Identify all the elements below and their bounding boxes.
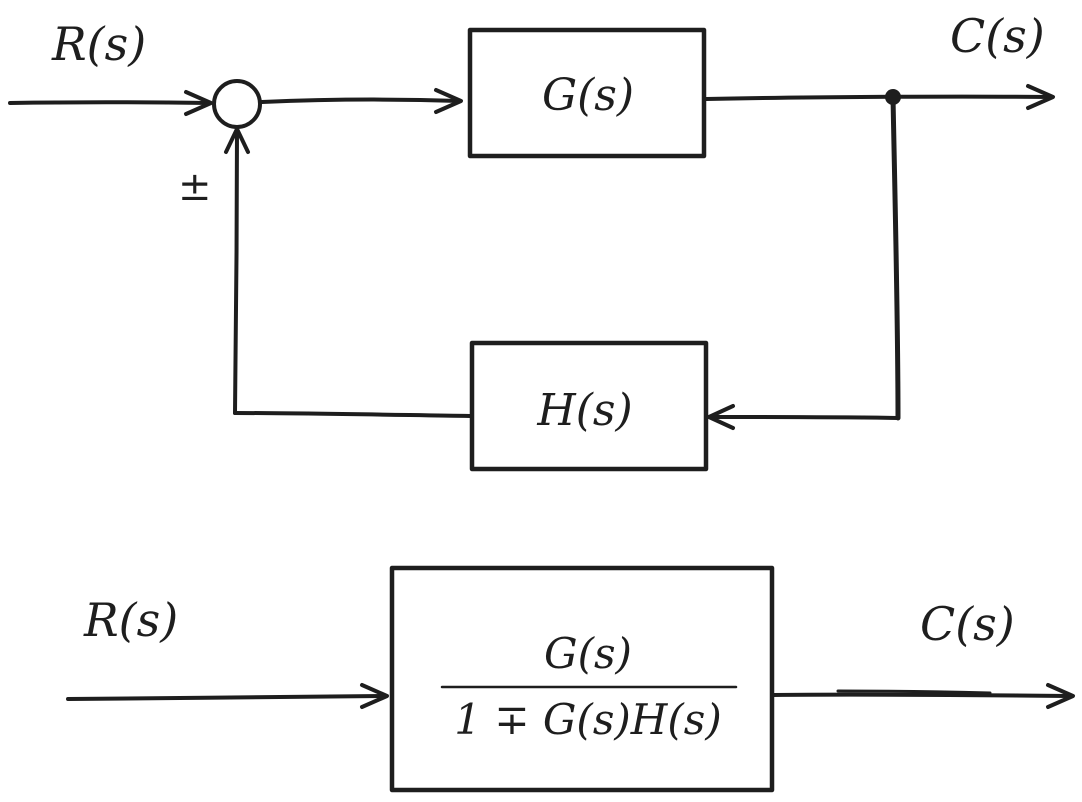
feedback-path-return [233,411,472,418]
equivalent-diagram: R(s) C(s) G(s) 1 ∓ G(s)H(s) [66,565,1075,793]
equivalent-output-label: C(s) [920,597,1015,651]
feedback-block: H(s) [469,340,709,472]
output-arrow [704,84,1055,110]
equivalent-input-label: R(s) [83,593,178,647]
forward-block: G(s) [467,27,707,159]
output-label: C(s) [950,9,1045,63]
forward-block-label: G(s) [542,70,634,121]
feedback-arrow-in [707,404,900,430]
equivalent-output-arrow [772,683,1075,709]
feedback-arrow-up [224,127,250,415]
equivalent-input-arrow [66,683,389,709]
transfer-denominator: 1 ∓ G(s)H(s) [454,695,721,744]
feedback-path-down [890,94,901,421]
feedback-block-label: H(s) [536,385,632,436]
feedback-loop-diagram: R(s) C(s) ± G(s) [8,9,1055,472]
summing-junction [212,79,262,129]
input-arrow [8,90,213,116]
transfer-numerator: G(s) [544,629,632,678]
summing-sign: ± [178,164,212,210]
equivalent-block: G(s) 1 ∓ G(s)H(s) [389,565,775,793]
input-label: R(s) [51,17,146,71]
forward-arrow [260,88,463,114]
